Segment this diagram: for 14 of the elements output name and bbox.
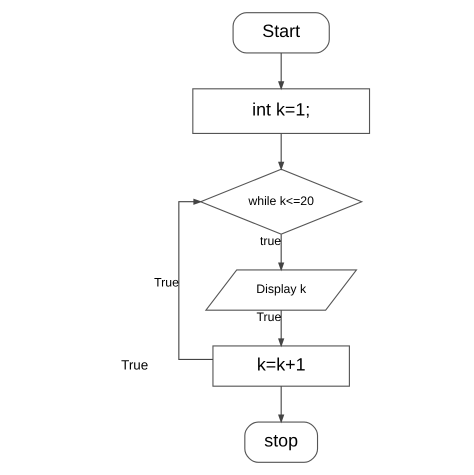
arrow	[278, 234, 284, 272]
arrow	[178, 198, 213, 360]
node-diamond: while k<=20	[199, 168, 364, 235]
node-box: k=k+1	[212, 345, 350, 387]
node-box: stop	[244, 421, 318, 463]
arrow	[278, 310, 284, 348]
node-box: Start	[232, 12, 330, 54]
node-box: int k=1;	[192, 88, 370, 134]
edge-label: true	[260, 234, 282, 248]
edge-label: True	[154, 275, 179, 290]
label: True	[121, 358, 148, 373]
arrow	[278, 134, 284, 171]
arrow	[278, 386, 284, 424]
arrow	[278, 53, 284, 90]
